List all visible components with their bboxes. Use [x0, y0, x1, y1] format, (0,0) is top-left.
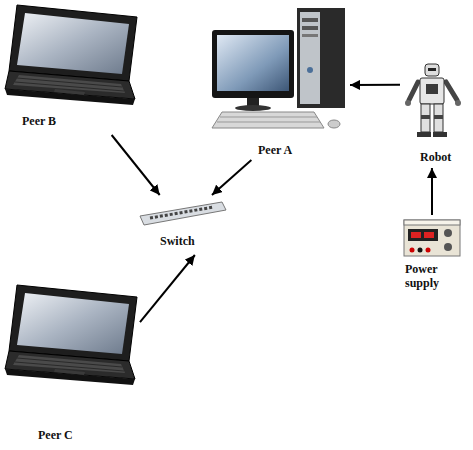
desktop-peer: Peer A — [205, 5, 350, 160]
laptop-peer: Peer C — [5, 280, 140, 445]
robot-illustration — [405, 64, 461, 137]
arrow-connector — [112, 135, 160, 195]
power-supply: Power supply — [398, 215, 468, 295]
laptop-illustration — [5, 5, 137, 105]
power-supply-illustration — [404, 220, 460, 256]
device-label: Robot — [420, 150, 451, 164]
network-switch: Switch — [135, 195, 230, 255]
device-label: Switch — [160, 234, 195, 248]
desktop-illustration — [212, 8, 345, 128]
device-label: Peer B — [22, 114, 56, 128]
laptop-illustration — [5, 285, 137, 385]
device-label: Peer A — [258, 143, 292, 157]
laptop-peer: Peer B — [5, 5, 140, 135]
device-label: Peer C — [38, 428, 73, 442]
arrow-connector — [431, 168, 433, 215]
arrow-connector — [212, 160, 251, 195]
device-label: Power supply — [405, 262, 460, 290]
arrow-connector — [350, 84, 400, 86]
arrow-connector — [140, 255, 195, 322]
robot: Robot — [400, 60, 468, 168]
switch-illustration — [140, 202, 226, 225]
